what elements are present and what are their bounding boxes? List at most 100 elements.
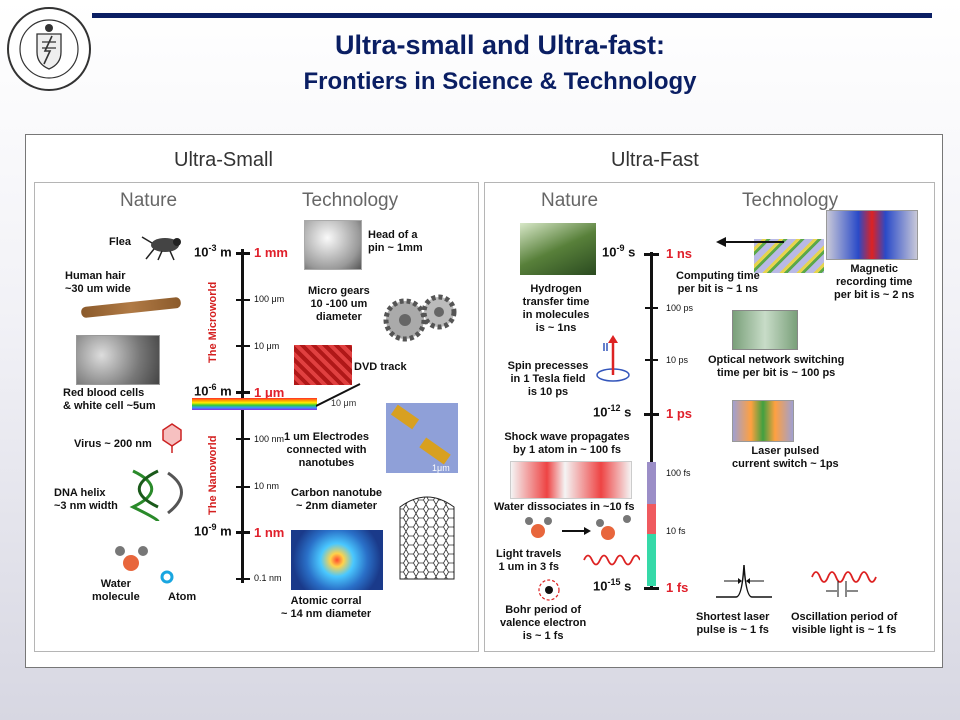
header-rule — [92, 13, 932, 18]
tick-1ns — [644, 253, 659, 256]
fast-technology-heading: Technology — [742, 190, 839, 211]
light-wave-icon — [583, 554, 640, 566]
label-spin-precession: Spin precesses in 1 Tesla field is 10 ps — [507, 360, 589, 398]
tick-label-100um: 100 μm — [254, 294, 285, 304]
magnetic-recording-picture — [826, 210, 918, 260]
label-optical-switching: Optical network switching time per bit i… — [708, 354, 845, 379]
tick-label-100ps: 100 ps — [666, 303, 694, 313]
virus-icon — [162, 423, 182, 453]
line-10um-diagonal — [316, 383, 361, 407]
pow-1e-6: 10-6 m — [194, 382, 232, 399]
tick-label-01nm: 0.1 nm — [254, 573, 282, 583]
carbon-nanotube-icon — [399, 496, 455, 580]
ultra-small-heading: Ultra-Small — [174, 149, 273, 171]
scale-label-1um: 1 μm — [254, 385, 285, 400]
label-water-dissociates: Water dissociates in ~10 fs — [494, 501, 635, 513]
scale-label-1ps: 1 ps — [666, 406, 693, 421]
laser-switch-picture — [732, 400, 794, 442]
flea-icon — [141, 236, 181, 261]
small-nature-heading: Nature — [120, 190, 178, 211]
atomic-corral-picture — [291, 530, 383, 590]
label-dna-helix: DNA helix ~3 nm width — [54, 487, 118, 512]
dna-helix-icon — [129, 469, 183, 521]
atom-icon — [160, 570, 174, 584]
dvd-track-picture — [294, 345, 352, 385]
doe-seal-icon — [6, 6, 92, 92]
tick-label-10ps: 10 ps — [666, 355, 689, 365]
tick-label-10fs: 10 fs — [666, 526, 686, 536]
label-shortest-pulse: Shortest laser pulse is ~ 1 fs — [696, 611, 770, 636]
tick-100ps — [645, 307, 658, 309]
label-hydrogen-transfer: Hydrogen transfer time in molecules is ~… — [522, 283, 590, 334]
label-human-hair: Human hair ~30 um wide — [65, 270, 131, 295]
bohr-orbit-icon — [538, 579, 560, 601]
pow-1e-12s: 10-12 s — [593, 403, 632, 420]
label-electrodes: 1 um Electrodes connected with nanotubes — [284, 431, 369, 469]
label-red-blood-cells: Red blood cells & white cell ~5um — [63, 387, 156, 412]
micro-gears-icon — [383, 294, 457, 342]
water-dissociation-icon — [525, 515, 631, 540]
tick-10ps — [645, 359, 658, 361]
band-100fs — [647, 462, 656, 504]
label-magnetic-recording: Magnetic recording time per bit is ~ 2 n… — [834, 263, 915, 301]
pow-1e-15s: 10-15 s — [593, 577, 632, 594]
visible-light-oscillation-icon — [811, 571, 877, 597]
time-scale-axis — [650, 252, 653, 588]
band-1fs — [647, 534, 656, 586]
label-pin-head: Head of a pin ~ 1mm — [368, 229, 423, 254]
label-bohr-period: Bohr period of valence electron is ~ 1 f… — [500, 604, 587, 642]
scale-label-1mm: 1 mm — [254, 245, 288, 260]
water-molecule-icon — [115, 546, 148, 571]
scale-label-1ns: 1 ns — [666, 246, 693, 261]
pin-head-picture — [304, 220, 362, 270]
tick-100um — [236, 299, 250, 301]
tick-100nm — [236, 438, 250, 440]
tick-label-10nm: 10 nm — [254, 481, 280, 491]
computing-picture — [754, 239, 824, 273]
tick-1mm — [236, 252, 250, 255]
hydrogen-transfer-picture — [520, 223, 596, 275]
slide-subtitle: Frontiers in Science & Technology — [303, 68, 697, 95]
tick-01nm — [236, 578, 250, 580]
label-water-molecule: Water molecule — [92, 578, 140, 603]
shock-wave-picture — [510, 461, 632, 499]
electrodes-picture: 1μm — [386, 403, 458, 473]
label-shock-wave: Shock wave propagates by 1 atom in ~ 100… — [504, 431, 630, 456]
label-atomic-corral: Atomic corral ~ 14 nm diameter — [281, 595, 372, 620]
label-light-travels: Light travels 1 um in 3 fs — [496, 548, 562, 573]
band-10fs — [647, 504, 656, 534]
tick-label-10um: 10 μm — [254, 341, 280, 351]
pow-1e-9s: 10-9 s — [602, 243, 636, 260]
label-laser-switch: Laser pulsed current switch ~ 1ps — [732, 445, 839, 470]
label-micro-gears: Micro gears 10 -100 um diameter — [308, 285, 370, 323]
scale-label-1nm: 1 nm — [254, 525, 285, 540]
label-oscillation-period: Oscillation period of visible light is ~… — [791, 611, 898, 636]
size-scale-axis — [241, 249, 244, 583]
label-flea: Flea — [109, 236, 132, 248]
laser-pulse-icon — [716, 564, 772, 598]
tick-1fs — [644, 587, 659, 590]
tick-label-100nm: 100 nm — [254, 434, 285, 444]
line-label-10um: 10 μm — [331, 398, 357, 408]
figure-frame: Ultra-Small Nature Technology 10-3 m 10-… — [25, 134, 943, 668]
tick-1nm — [236, 531, 250, 534]
electrodes-scale-label: 1μm — [432, 463, 450, 473]
label-carbon-nanotube: Carbon nanotube ~ 2nm diameter — [291, 487, 383, 512]
tick-label-100fs: 100 fs — [666, 468, 691, 478]
optical-network-picture — [732, 310, 798, 350]
scale-label-1fs: 1 fs — [666, 580, 689, 595]
label-dvd-track: DVD track — [354, 361, 407, 373]
spin-precession-icon — [596, 335, 630, 382]
label-atom: Atom — [168, 591, 197, 603]
pow-1e-9: 10-9 m — [194, 522, 232, 539]
small-technology-heading: Technology — [302, 190, 399, 211]
arrow-left-icon — [716, 237, 784, 247]
tick-1um — [236, 391, 250, 394]
fast-nature-heading: Nature — [541, 190, 599, 211]
tick-1ps — [644, 413, 659, 416]
tick-10nm — [236, 486, 250, 488]
blood-cells-picture — [76, 335, 160, 385]
ultra-fast-heading: Ultra-Fast — [611, 149, 699, 171]
label-computing-time: Computing time per bit is ~ 1 ns — [676, 270, 760, 295]
tick-10um — [236, 345, 250, 347]
